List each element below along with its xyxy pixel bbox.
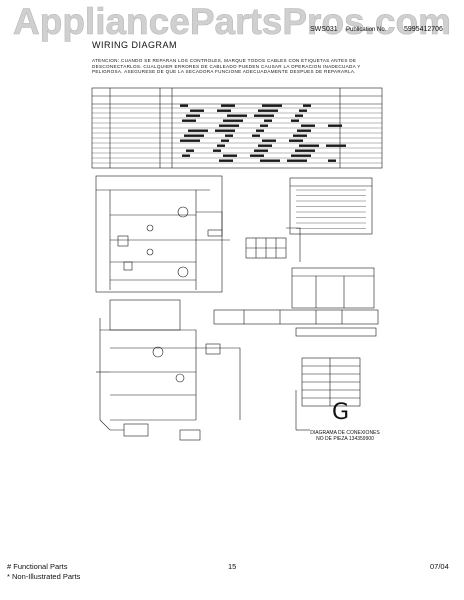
page-title: WIRING DIAGRAM [92,40,177,50]
footer-date: 07/04 [430,562,449,571]
schematic-lower [96,299,241,441]
diagram-caption: DIAGRAMA DE CONEXIONES NO DE PIEZA 13435… [300,430,390,442]
watermark: AppliancePartsPros.com [13,1,452,43]
page-number: 15 [228,562,237,571]
watermark-text: AppliancePartsPros.com [13,1,451,42]
thermistor-table [291,267,375,309]
cycle-selector-bar [213,309,379,337]
publication-number: 5995412706 [404,26,443,33]
model-code: SWS031 [310,26,338,33]
diagram-caption-line1: DIAGRAMA DE CONEXIONES [310,430,380,436]
connector-block [245,227,301,262]
diagram-caption-line2: NO DE PIEZA 134359900 [316,436,374,442]
legend-table [289,177,373,235]
tables-lower-right [295,357,361,431]
diagram-letter: G [332,400,350,425]
publication-label: Publication No. [346,27,387,33]
timer-chart [91,87,383,169]
schematic-upper [95,175,230,293]
warning-notice: ATENCION: CUANDO SE REPARAN LOS CONTROLE… [92,58,361,75]
footer-functional-parts: # Functional Parts [7,562,68,571]
footer-non-illustrated-parts: * Non-Illustrated Parts [7,572,81,581]
